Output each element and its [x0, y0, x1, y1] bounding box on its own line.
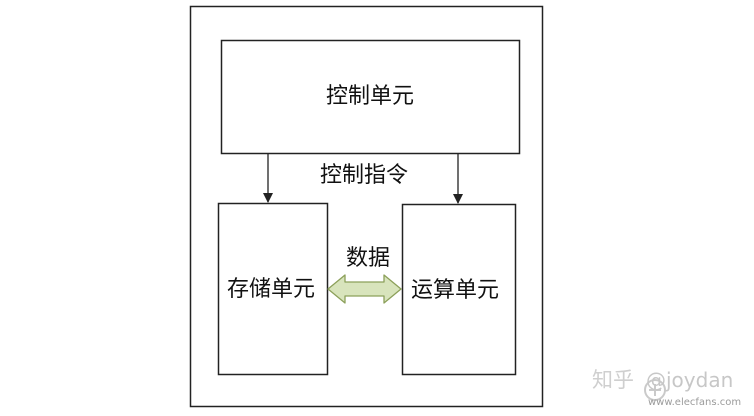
- handle-watermark: @joydan: [646, 368, 734, 392]
- control-unit-label: 控制单元: [326, 84, 415, 109]
- zhihu-watermark: 知乎: [592, 368, 634, 392]
- storage-unit-label: 存储单元: [227, 277, 316, 302]
- storage-unit-box: [217, 202, 329, 376]
- arithmetic-unit-box: [401, 203, 517, 376]
- data-bidirectional-arrow: [327, 274, 402, 304]
- arithmetic-unit-label: 运算单元: [411, 278, 500, 303]
- control-instruction-label: 控制指令: [320, 163, 409, 188]
- data-label: 数据: [346, 246, 391, 271]
- elecfans-logo-icon: [644, 379, 666, 401]
- control-unit-box: [220, 39, 521, 155]
- site-watermark: www.elecfans.com: [648, 397, 742, 408]
